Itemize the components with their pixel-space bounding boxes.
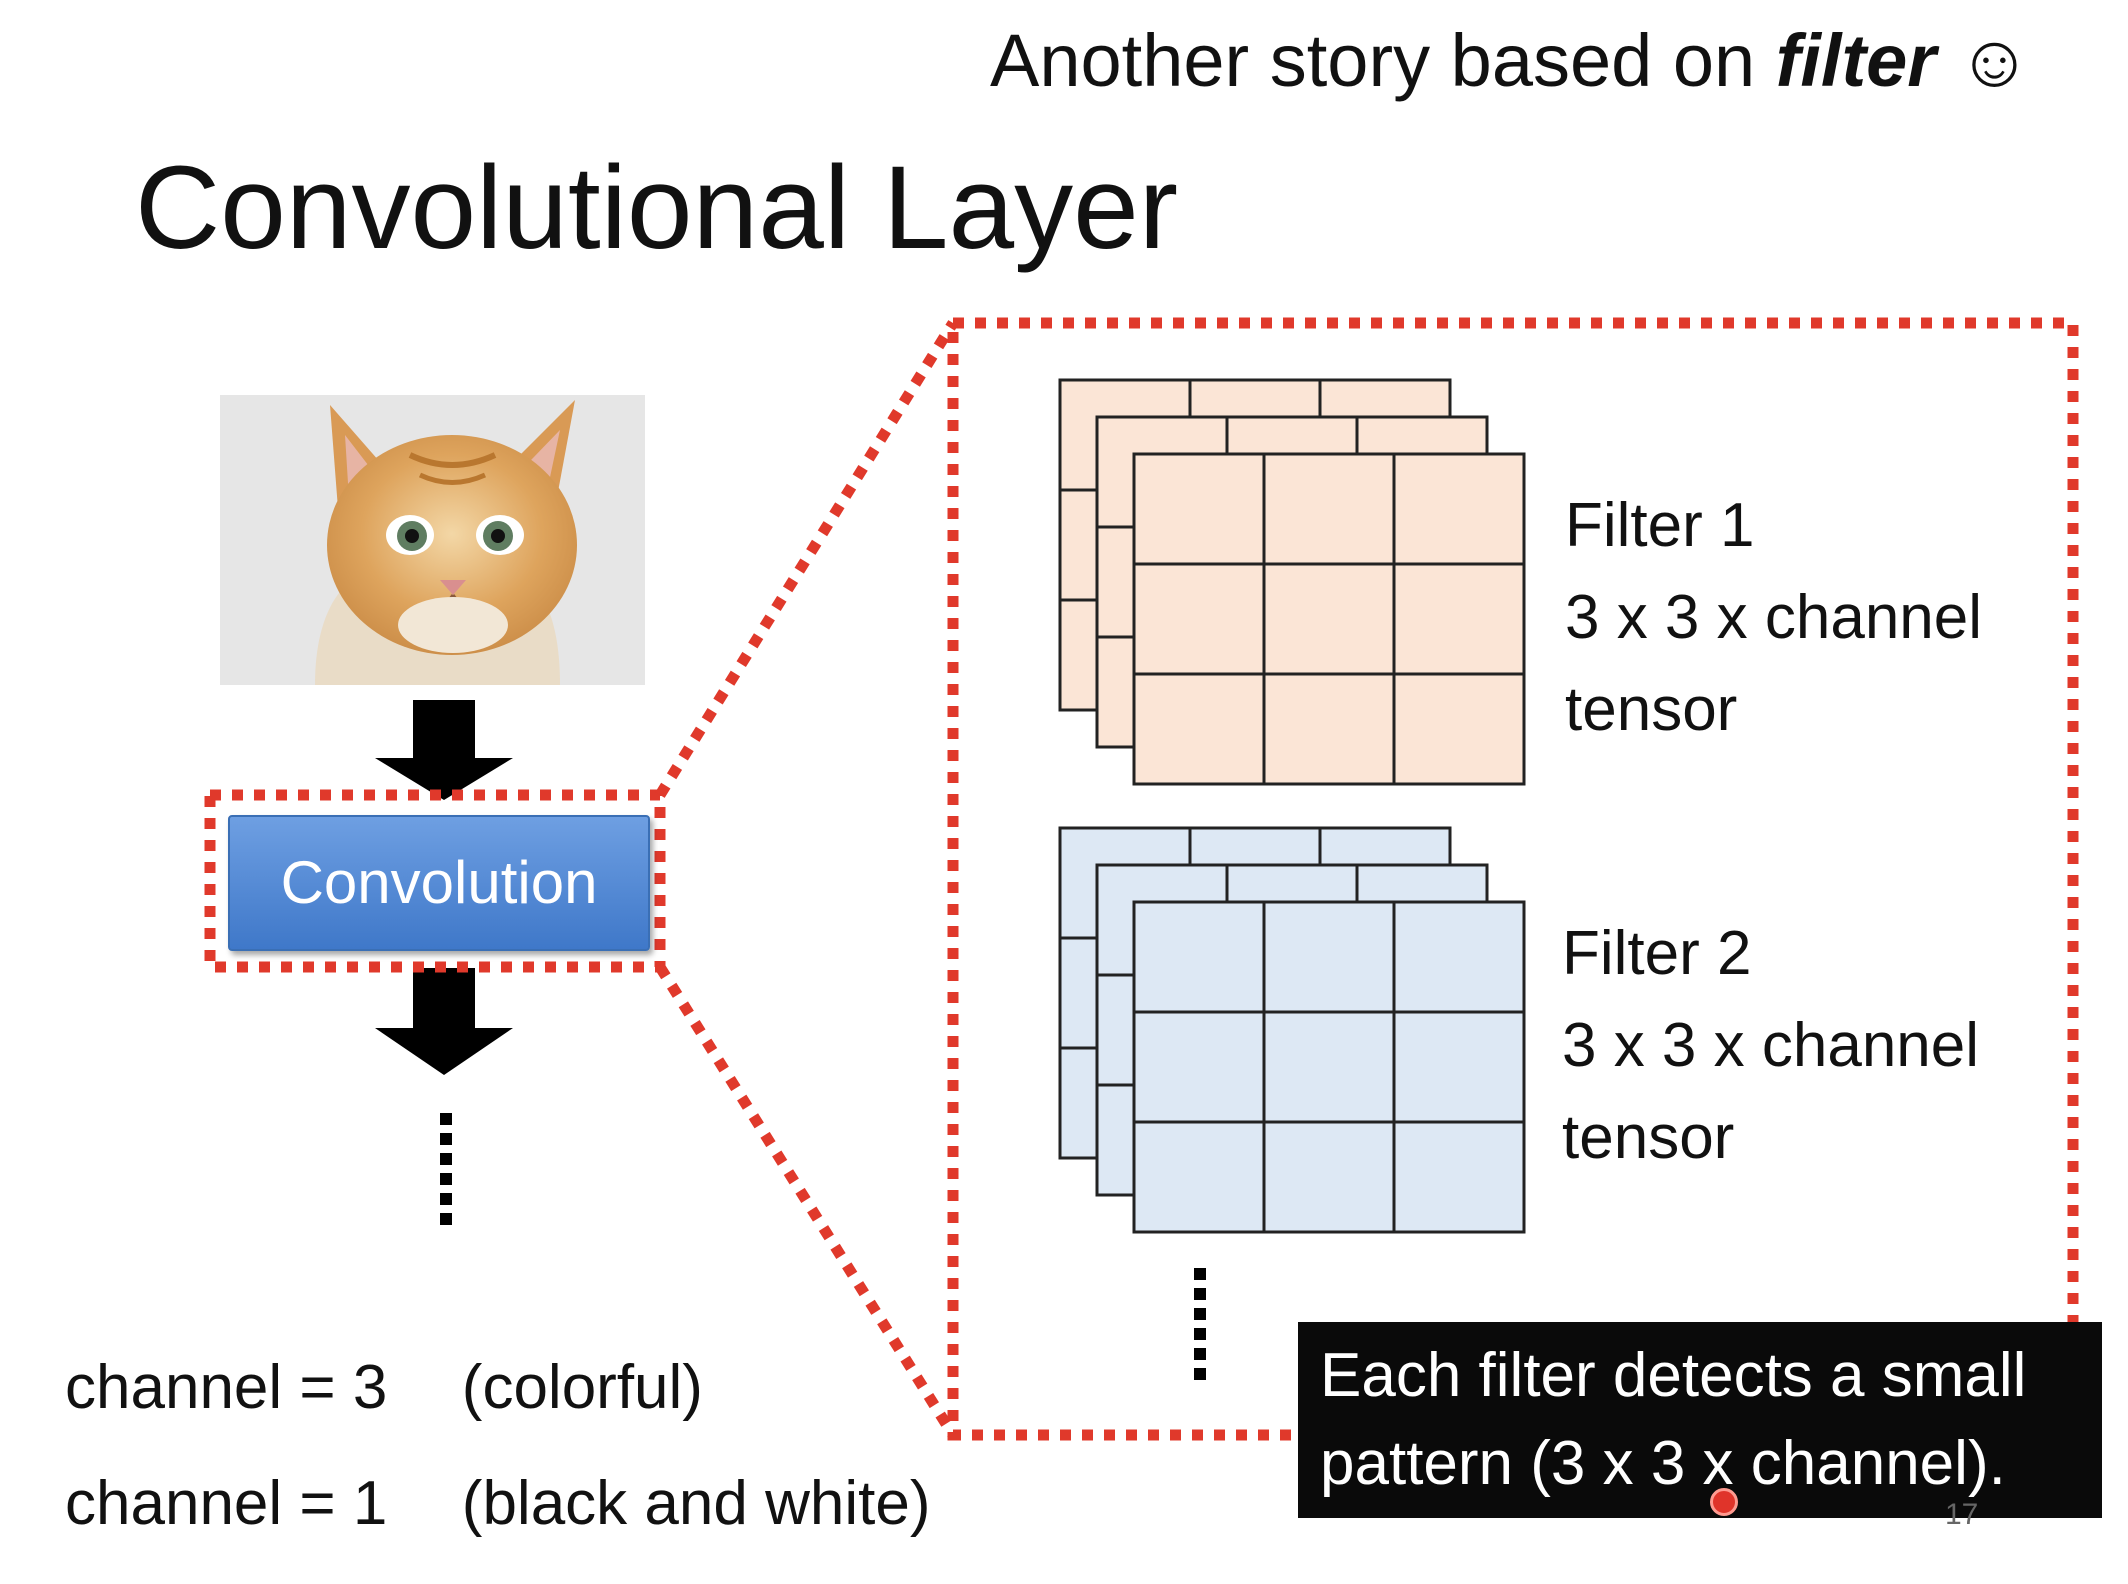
channel-1-desc: (black and white) <box>461 1469 931 1538</box>
channel-3-label: channel = 3 <box>65 1353 388 1422</box>
vertical-ellipsis-icon <box>440 1113 452 1225</box>
channel-note-color: channel = 3 (colorful) <box>65 1352 703 1423</box>
channel-note-bw: channel = 1 (black and white) <box>65 1468 930 1539</box>
smiley-icon: ☺ <box>1956 19 2033 102</box>
pointer-dot <box>1710 1488 1738 1516</box>
slide-title: Convolutional Layer <box>135 142 1178 274</box>
kitten-photo <box>220 395 645 685</box>
vertical-ellipsis-icon <box>1194 1268 1206 1380</box>
down-arrow-icon <box>375 700 513 800</box>
convolution-block: Convolution <box>228 815 650 951</box>
filter-2-tensor <box>1058 826 1526 1234</box>
zoom-line-bottom <box>655 964 958 1438</box>
channel-1-label: channel = 1 <box>65 1469 388 1538</box>
convolution-highlight-frame <box>204 789 666 973</box>
subtitle: Another story based on filter ☺ <box>990 18 2032 103</box>
filter-1-shape: 3 x 3 x channel <box>1565 583 1983 652</box>
filter-tensors <box>1058 378 1526 1234</box>
filter-1-kind: tensor <box>1565 675 1738 744</box>
filter-1-name: Filter 1 <box>1565 491 1755 560</box>
filter-2-kind: tensor <box>1562 1103 1735 1172</box>
filter-2-shape: 3 x 3 x channel <box>1562 1011 1980 1080</box>
filter-1-tensor <box>1058 378 1526 786</box>
caption-line-1: Each filter detects a small <box>1320 1341 2027 1410</box>
down-arrow-icon <box>375 968 513 1075</box>
filter-2-name: Filter 2 <box>1562 919 1752 988</box>
filter-1-label: Filter 1 3 x 3 x channel tensor <box>1565 480 1982 756</box>
subtitle-emphasis: filter <box>1775 19 1937 102</box>
filter-2-label: Filter 2 3 x 3 x channel tensor <box>1562 908 1979 1184</box>
zoom-frame <box>947 317 2079 1441</box>
subtitle-prefix: Another story based on <box>990 19 1756 102</box>
caption-line-2: pattern (3 x 3 x channel). <box>1320 1429 2006 1498</box>
caption-box: Each filter detects a small pattern (3 x… <box>1298 1322 2102 1518</box>
channel-3-desc: (colorful) <box>461 1353 703 1422</box>
page-number: 17 <box>1945 1498 1979 1531</box>
zoom-line-top <box>655 320 958 798</box>
